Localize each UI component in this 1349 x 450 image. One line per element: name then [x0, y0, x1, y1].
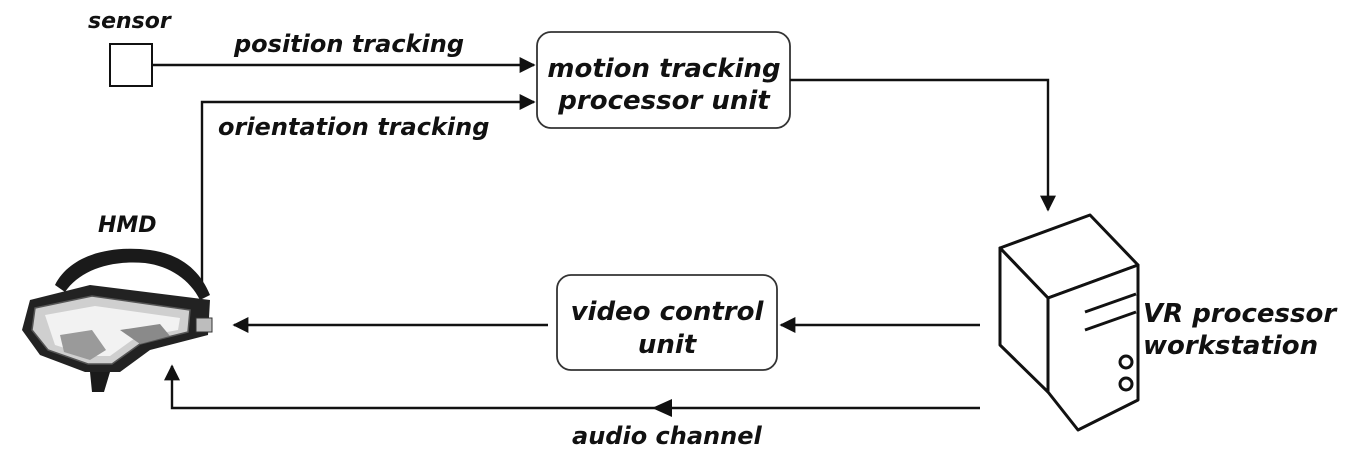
audio-channel-line [164, 364, 980, 410]
hmd-label: HMD [98, 213, 157, 238]
square-sensor-icon [109, 43, 153, 87]
computer-tower-icon [998, 213, 1140, 432]
video-control-unit: video control unit [556, 274, 778, 371]
vr-processor-workstation-label: VR processor workstation [1143, 299, 1338, 361]
sensor-label: sensor [88, 9, 172, 34]
motion-unit-line1: motion tracking [547, 54, 780, 84]
video-unit-line1: video control [571, 297, 765, 327]
video-unit-box [556, 274, 778, 371]
video-unit-line2: unit [638, 330, 698, 360]
motion-tracking-processor-unit: motion tracking processor unit [536, 31, 791, 129]
vr-line2: workstation [1143, 331, 1318, 361]
hmd-node: HMD [22, 213, 213, 392]
motion-to-workstation-arrow [790, 78, 1056, 212]
vr-line1: VR processor [1143, 299, 1338, 329]
audio-channel-connector: audio channel [164, 364, 980, 450]
orientation-tracking-arrow [200, 94, 536, 282]
head-mounted-display-icon [22, 248, 213, 392]
orientation-tracking-label: orientation tracking [218, 113, 489, 141]
audio-channel-label: audio channel [572, 422, 762, 450]
sensor-node: sensor [88, 9, 172, 87]
motion-unit-line2: processor unit [557, 86, 771, 116]
audio-channel-midarrow [652, 399, 672, 417]
position-tracking-connector: position tracking [152, 30, 536, 73]
orientation-tracking-connector: orientation tracking [200, 94, 536, 282]
position-tracking-label: position tracking [233, 30, 464, 58]
